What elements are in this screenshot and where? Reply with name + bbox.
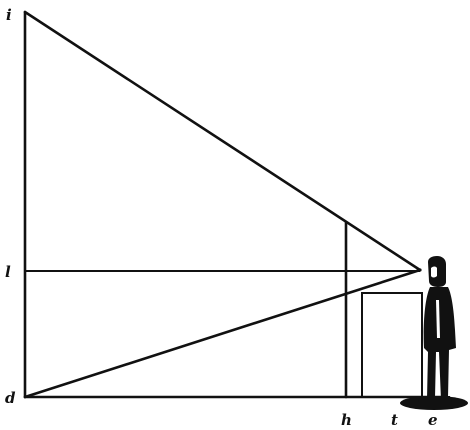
- standing-man-figure: [400, 256, 468, 410]
- label-i: i: [6, 6, 12, 24]
- label-t: t: [391, 411, 398, 429]
- figure-face: [431, 266, 437, 278]
- figure-body: [423, 287, 456, 400]
- eye-point: [418, 268, 422, 272]
- sight-line-top: [23, 10, 422, 272]
- label-d: d: [5, 389, 16, 407]
- label-e: e: [428, 411, 438, 429]
- figure-arm: [436, 300, 440, 338]
- label-h: h: [341, 411, 352, 429]
- box-outline: [361, 292, 423, 397]
- sight-line-bottom: [23, 268, 422, 399]
- figure-feet: [418, 396, 452, 402]
- label-l: l: [5, 263, 11, 281]
